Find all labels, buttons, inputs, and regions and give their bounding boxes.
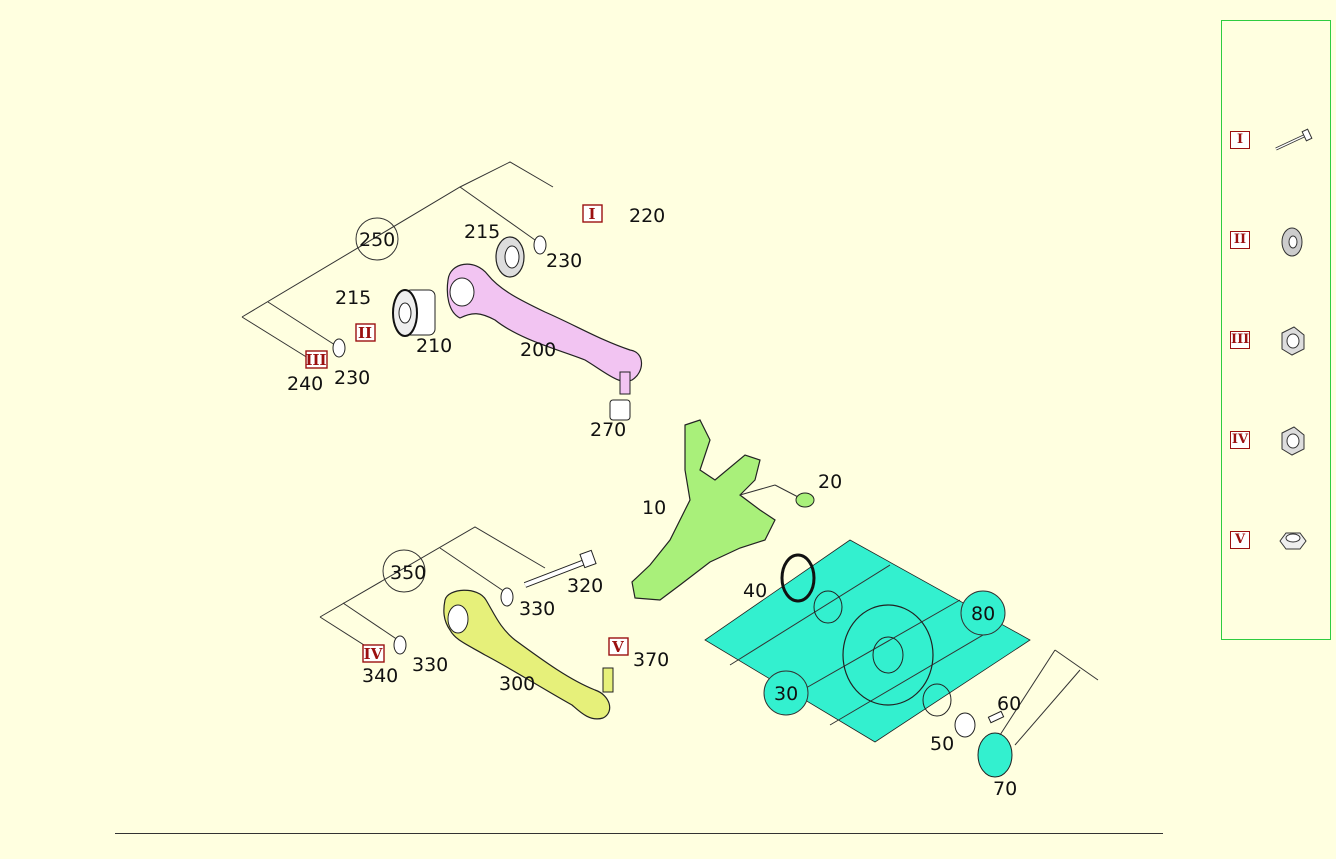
hub-flange	[842, 604, 934, 706]
svg-text:I: I	[588, 205, 595, 223]
callout-40: 40	[743, 580, 767, 602]
svg-text:IV: IV	[364, 645, 383, 663]
nut-icon	[1281, 426, 1305, 456]
callout-320: 320	[567, 575, 603, 597]
roman-marker-IV: IV	[362, 644, 385, 663]
svg-text:V: V	[611, 638, 624, 656]
roman-marker-I: I	[582, 204, 603, 223]
callout-340: 340	[362, 665, 398, 687]
callout-30: 30	[774, 683, 798, 705]
legend-item-II[interactable]: II	[1222, 221, 1332, 261]
roman-marker-II: II	[355, 323, 376, 342]
callout-350-circle	[382, 549, 426, 593]
callout-300: 300	[499, 673, 535, 695]
callout-80: 80	[971, 603, 995, 625]
nut-icon	[1281, 326, 1305, 356]
callout-215-upper: 215	[464, 221, 500, 243]
lower-arm-ball-stud	[602, 667, 614, 693]
bushing-210	[392, 289, 436, 337]
legend-key-IV: IV	[1230, 431, 1250, 449]
fastener-legend: I II III IV V	[1221, 20, 1331, 640]
bolt-icon	[1275, 128, 1313, 151]
washer-50	[954, 712, 976, 738]
callout-270: 270	[590, 419, 626, 441]
callout-215-lower: 215	[335, 287, 371, 309]
cap-70	[977, 732, 1013, 778]
callout-50: 50	[930, 733, 954, 755]
lower-arm-leader-lines	[319, 526, 546, 653]
lower-control-arm-300	[443, 589, 611, 720]
callout-250: 250	[359, 229, 395, 251]
svg-text:III: III	[305, 351, 326, 369]
seal-40	[780, 553, 816, 603]
roman-marker-III: III	[305, 350, 328, 369]
callout-30-circle	[763, 670, 809, 716]
bolt-320	[523, 549, 597, 588]
nut-20	[795, 492, 815, 508]
upper-arm-leader-lines	[241, 161, 554, 359]
svg-text:II: II	[358, 324, 372, 342]
steering-knuckle-10	[631, 419, 776, 601]
legend-key-II: II	[1230, 231, 1250, 249]
legend-item-III[interactable]: III	[1222, 321, 1332, 361]
legend-item-IV[interactable]: IV	[1222, 421, 1332, 461]
upper-arm-eye	[449, 277, 475, 307]
roman-marker-V: V	[608, 637, 629, 656]
callout-80-circle	[960, 590, 1006, 636]
legend-item-V[interactable]: V	[1222, 521, 1332, 561]
washer-icon	[1281, 227, 1303, 257]
lower-arm-eye	[447, 604, 469, 634]
bottom-divider	[115, 833, 1163, 834]
callout-200: 200	[520, 339, 556, 361]
upper-arm-ball-stud	[619, 371, 631, 395]
nut-270	[609, 399, 631, 421]
callout-60: 60	[997, 693, 1021, 715]
washer-230-upper	[533, 235, 547, 255]
legend-key-I: I	[1230, 131, 1250, 149]
legend-item-I[interactable]: I	[1222, 121, 1332, 161]
callout-230-lower: 230	[334, 367, 370, 389]
upper-control-arm-200	[446, 263, 643, 382]
legend-key-III: III	[1230, 331, 1250, 349]
washer-330-upper	[500, 587, 514, 607]
bolt-60	[987, 710, 1005, 724]
bearing-outer	[922, 683, 952, 717]
legend-key-V: V	[1230, 531, 1250, 549]
callout-330-lower: 330	[412, 654, 448, 676]
hub-assembly-area	[704, 539, 1031, 743]
bushing-215-upper	[495, 236, 525, 278]
callout-350: 350	[390, 562, 426, 584]
callout-210: 210	[416, 335, 452, 357]
callout-370: 370	[633, 649, 669, 671]
callout-250-circle	[355, 217, 399, 261]
washer-330-lower	[393, 635, 407, 655]
callout-10: 10	[642, 497, 666, 519]
callout-70: 70	[993, 778, 1017, 800]
washer-230-lower	[332, 338, 346, 358]
callout-240: 240	[287, 373, 323, 395]
cap-nut-icon	[1279, 532, 1307, 550]
bearing-inner	[813, 590, 843, 624]
callout-230-upper: 230	[546, 250, 582, 272]
callout-20: 20	[818, 471, 842, 493]
callout-330-upper: 330	[519, 598, 555, 620]
callout-220: 220	[629, 205, 665, 227]
